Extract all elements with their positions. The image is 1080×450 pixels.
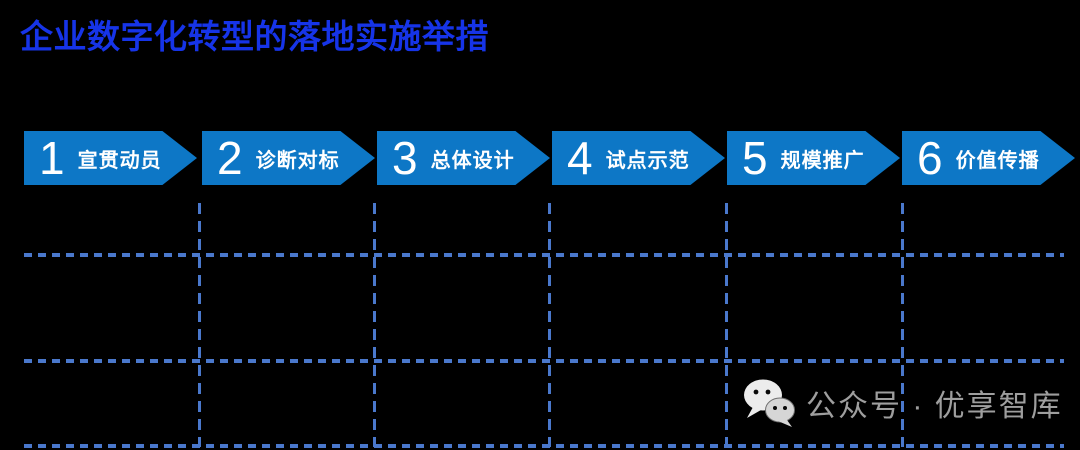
- page-title: 企业数字化转型的落地实施举措: [20, 18, 489, 55]
- step-label: 宣贯动员: [77, 149, 162, 172]
- wechat-icon: [742, 378, 796, 428]
- step-number: 6: [917, 132, 943, 184]
- grid-horizontal-line: [24, 359, 1064, 363]
- step-arrow-1: 1 宣贯动员: [24, 131, 197, 185]
- grid-vertical-line: [901, 203, 904, 447]
- step-label: 试点示范: [605, 149, 690, 172]
- step-number: 2: [217, 132, 243, 184]
- step-label: 诊断对标: [255, 149, 340, 172]
- watermark-text: 公众号 · 优享智库: [806, 390, 1063, 423]
- step-number: 1: [39, 132, 65, 184]
- grid-horizontal-line: [24, 444, 1064, 448]
- step-arrow-6: 6 价值传播: [902, 131, 1075, 185]
- step-number: 5: [742, 132, 768, 184]
- watermark: 公众号 · 优享智库: [742, 378, 1063, 428]
- step-label: 总体设计: [430, 149, 515, 172]
- step-arrow-4: 4 试点示范: [552, 131, 725, 185]
- step-label: 价值传播: [955, 149, 1040, 172]
- step-arrow-2: 2 诊断对标: [202, 131, 375, 185]
- grid-horizontal-line: [24, 253, 1064, 257]
- grid-vertical-line: [198, 203, 201, 447]
- step-number: 3: [392, 132, 418, 184]
- grid-vertical-line: [548, 203, 551, 447]
- step-arrow-5: 5 规模推广: [727, 131, 900, 185]
- grid-vertical-line: [725, 203, 728, 447]
- step-label: 规模推广: [780, 149, 865, 172]
- step-arrow-3: 3 总体设计: [377, 131, 550, 185]
- step-number: 4: [567, 132, 593, 184]
- grid-vertical-line: [373, 203, 376, 447]
